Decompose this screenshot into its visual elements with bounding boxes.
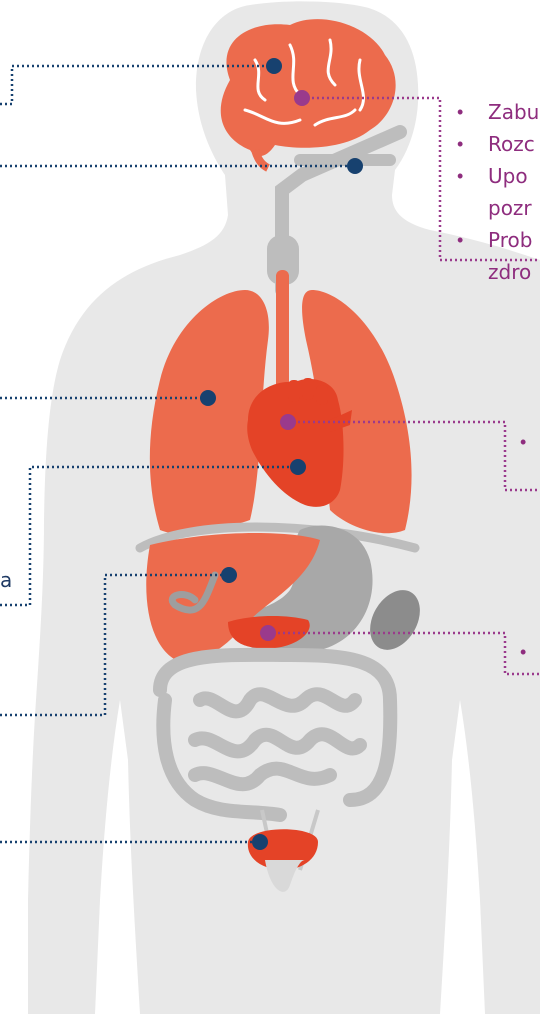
brain-dot [266, 58, 282, 74]
bladder-dot [252, 834, 268, 850]
liver-dot [221, 567, 237, 583]
list-item: Rozc [488, 132, 535, 157]
heart-dot [290, 459, 306, 475]
mouth-dot [347, 158, 363, 174]
pancreas-purple-dot [260, 625, 276, 641]
list-item: Upo [488, 164, 528, 189]
heart-purple-dot [280, 414, 296, 430]
liver-label-fragment: a [0, 568, 12, 593]
list-bullet: • [457, 100, 463, 125]
esophagus [276, 270, 289, 400]
pancreas-list-bullet: • [520, 640, 526, 665]
list-item: Zabu [488, 100, 539, 125]
brain-purple-dot [294, 90, 310, 106]
list-bullet: • [457, 164, 463, 189]
list-item: pozr [488, 196, 532, 221]
lung-dot [200, 390, 216, 406]
list-bullet: • [457, 132, 463, 157]
heart-list-bullet: • [520, 430, 526, 455]
list-item: zdro [488, 260, 531, 285]
list-bullet: • [457, 228, 463, 253]
list-item: Prob [488, 228, 532, 253]
